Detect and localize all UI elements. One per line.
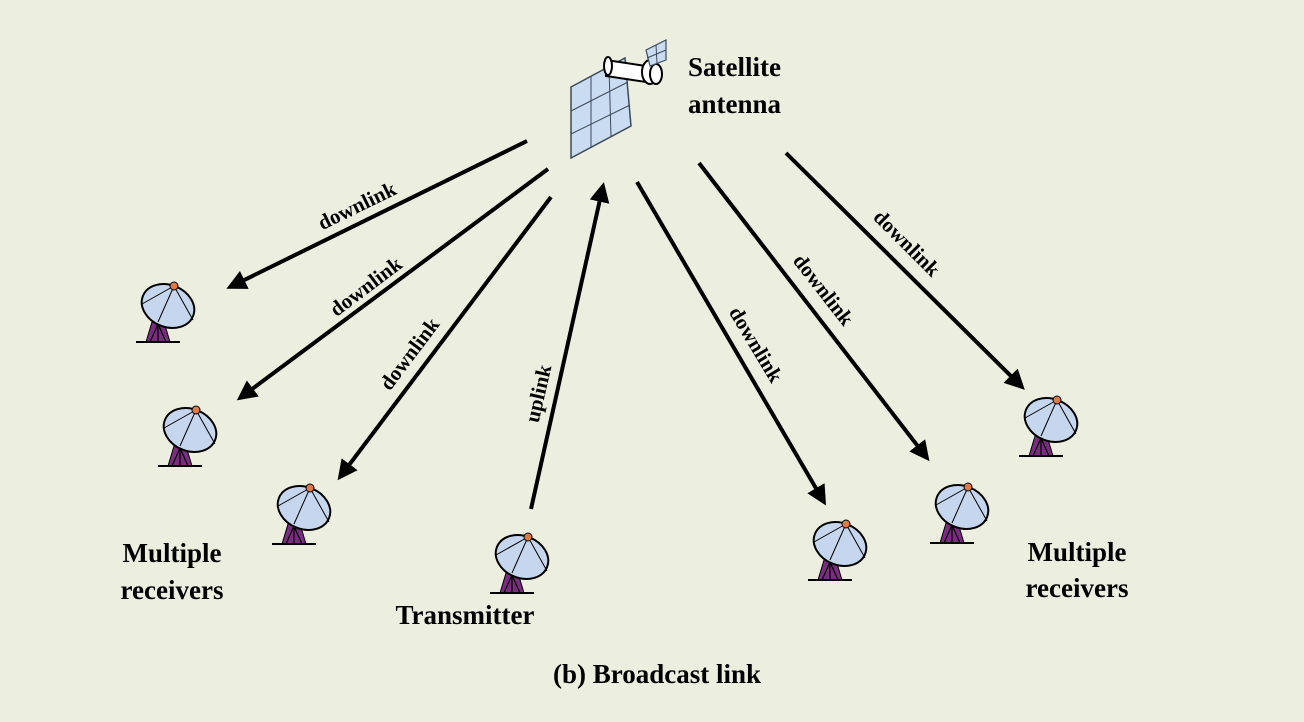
receiver-dish-icon-left-2: [156, 399, 224, 467]
transmitter-label: Transmitter: [396, 600, 535, 630]
caption: (b) Broadcast link: [553, 659, 761, 689]
receiver-dish-icon-right-2: [928, 476, 996, 544]
right-receivers-label-line2: receivers: [1026, 573, 1129, 603]
left-receivers-label-line1: Multiple: [123, 538, 222, 568]
transmitter-dish-icon: [488, 526, 556, 594]
satellite-label-line1: Satellite: [688, 52, 781, 82]
uplink-arrow: [529, 182, 610, 510]
satellite-icon: [570, 39, 667, 160]
satellite-label-line2: antenna: [688, 89, 782, 119]
downlink-label-6: downlink: [869, 205, 946, 282]
receiver-dish-icon-left-3: [270, 477, 338, 545]
downlink-arrow-3: [337, 195, 553, 481]
left-receivers-label-line2: receivers: [121, 575, 224, 605]
downlink-arrow-1: [226, 139, 528, 289]
receiver-dish-icon-right-1: [806, 513, 874, 581]
receiver-dish-icon-right-3: [1017, 389, 1085, 457]
right-receivers-label-line1: Multiple: [1028, 537, 1127, 567]
receiver-dish-icon-left-1: [134, 275, 202, 343]
downlink-arrow-5: [697, 161, 930, 462]
downlink-arrow-6: [784, 151, 1025, 390]
downlink-arrow-2: [236, 167, 550, 401]
downlink-arrow-4: [635, 180, 827, 506]
downlink-label-2: downlink: [325, 251, 407, 321]
